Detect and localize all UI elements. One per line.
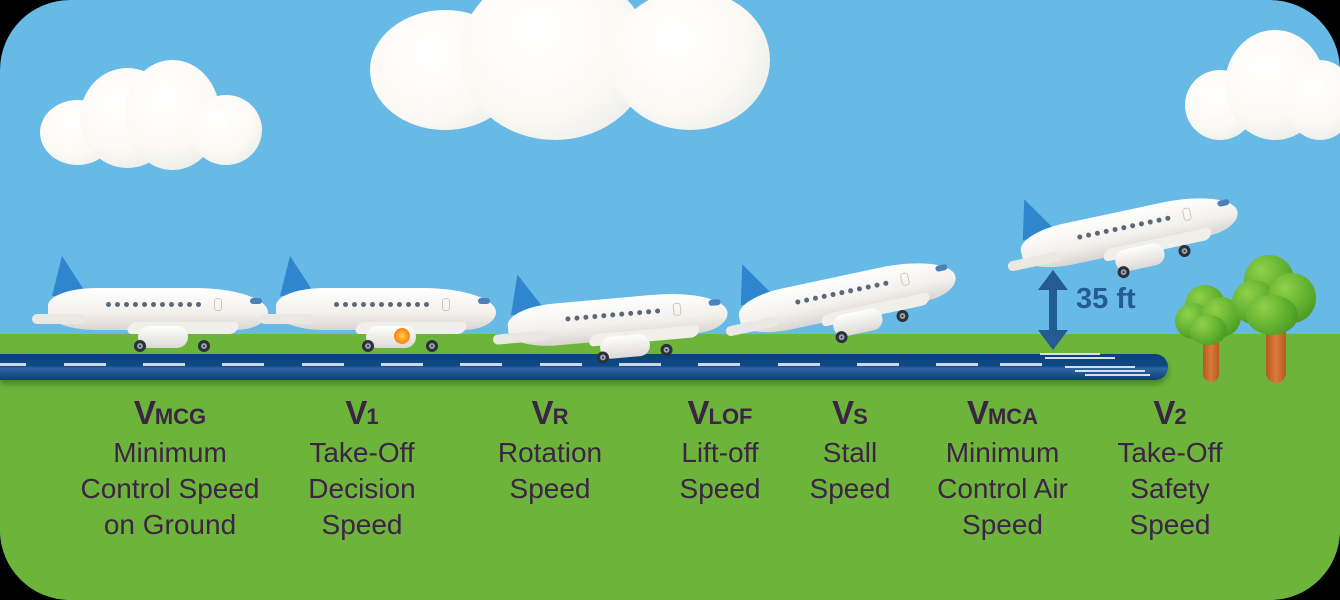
speed-vmcg: VMCG Minimum Control Speed on Ground xyxy=(80,394,260,541)
plane-taxi xyxy=(32,256,278,358)
height-label: 35 ft xyxy=(1076,283,1136,315)
engine-fire-icon xyxy=(394,328,410,344)
tree-small xyxy=(1175,285,1245,385)
speed-v1: V1 Take-Off Decision Speed xyxy=(308,394,416,541)
speed-vlof: VLOF Lift-off Speed xyxy=(679,394,761,505)
double-arrow-vertical-icon xyxy=(1038,270,1068,350)
speed-v2: V2 Take-Off Safety Speed xyxy=(1117,394,1223,541)
cloud-center xyxy=(370,0,770,140)
plane-engine-failure xyxy=(260,256,506,358)
speed-vs: VS Stall Speed xyxy=(809,394,891,505)
speed-vmca: VMCA Minimum Control Air Speed xyxy=(937,394,1068,541)
cloud-left xyxy=(40,60,265,180)
tree-large xyxy=(1232,255,1317,385)
runway xyxy=(0,353,1168,380)
speed-vr: VR Rotation Speed xyxy=(497,394,603,505)
cloud-right xyxy=(1185,30,1340,150)
